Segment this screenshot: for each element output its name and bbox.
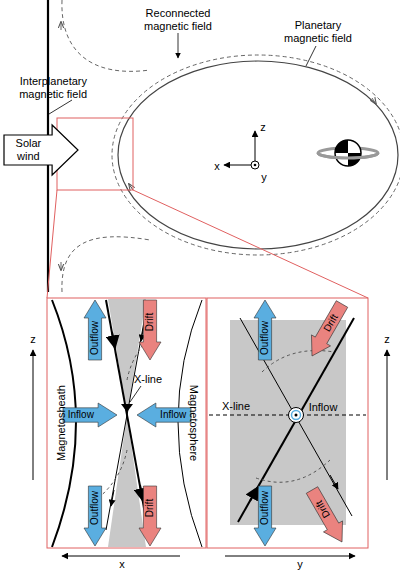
arrow-outline [4,125,78,175]
planet-shade [335,140,348,153]
arrow-label: Outflow [259,491,271,525]
arrow-label: Drift [144,312,156,330]
text-label: X-line [134,373,162,386]
axis-arrow [33,350,34,480]
text-label: Magnetosphere [187,385,200,461]
text-label: Magnetosheath [55,385,68,461]
planet-shade [348,153,361,166]
zoom-panel [47,298,206,548]
arrow-outline [84,300,106,360]
axis-arrow [387,350,388,480]
planetary-field-line [240,318,352,516]
reconnected-field-dashed [112,55,400,255]
inflow-into-page-symbol [289,408,304,423]
arrow-label: Solar wind [6,137,50,163]
axis-arrow [225,556,355,557]
field-direction-arrow [129,184,133,190]
field-direction-arrow [112,332,115,348]
solar-wind-arrow: Solar wind [4,125,78,175]
axis-label: x [214,160,220,173]
text-label: Reconnected magnetic field [138,7,218,33]
inflow-into-page-symbol [292,411,301,420]
arrow-outline [302,299,351,362]
axis-label: z [384,333,390,346]
arrow-outline [139,486,161,546]
magnetosheath-field-line [52,300,76,547]
leader-line [306,46,316,66]
axis-arrow [62,556,180,557]
planet-ring [318,153,378,158]
arrow-label: Outflow [89,491,101,525]
axis-out-of-page [251,161,259,169]
inflow-into-page-symbol [295,414,298,417]
flow-arrow: Inflow [63,403,117,427]
flow-arrow: Outflow [254,486,276,546]
drift-arrow: Drift [139,300,161,360]
zoom-panel [207,298,368,548]
field-direction-arrow [61,262,62,270]
leader-arrow [178,33,179,58]
imf-field-line [238,318,354,522]
axis-label: z [30,333,36,346]
axis-label: y [297,558,303,571]
x-line-marker [121,404,133,412]
outflow-region [230,320,346,525]
reconnected-field-dashed [62,0,150,71]
text-label: Interplanetary magnetic field [5,75,87,101]
reconnected-field-dashed [256,460,330,482]
outflow-region [108,415,146,547]
axis-label: z [260,121,266,134]
flow-arrow: Outflow [84,486,106,546]
leader-line [49,100,72,114]
arrow-label: Drift [144,498,156,516]
axis-arrow [224,165,255,166]
field-direction-arrow [250,487,258,501]
field-direction-arrow [111,490,114,506]
magnetosphere-field-line [178,300,202,547]
arrow-label: Inflow [68,409,94,421]
arrow-outline [63,403,117,427]
arrow-outline [84,486,106,546]
planet [335,140,361,166]
reconnected-field-dashed [262,351,334,372]
axis-label: y [261,171,267,184]
flow-arrow: Inflow [137,403,191,427]
arrow-label: Outflow [89,321,101,355]
text-label: Planetary magnetic field [280,19,356,45]
field-direction-arrow [330,475,338,489]
flow-arrow: Outflow [254,300,276,360]
arrow-label: Outflow [259,321,271,355]
outflow-region [108,299,146,415]
reconnected-field-dashed [62,237,150,292]
arrow-outline [254,486,276,546]
arrow-outline [137,403,191,427]
zoom-line [133,190,368,298]
planetary-field-line [118,61,398,249]
field-direction-arrow [372,98,376,104]
text-label: X-line [222,400,250,413]
arrow-shape [4,125,78,175]
zoom-line [47,190,57,298]
axis-out-of-page [254,164,257,167]
axis-label: x [119,558,125,571]
x-line [209,414,366,415]
flow-arrow: Outflow [84,300,106,360]
drift-arrow: Drift [139,486,161,546]
arrow-outline [139,300,161,360]
arrow-outline [302,485,351,548]
text-label: Inflow [309,401,338,414]
field-direction-arrow [61,22,62,30]
field-direction-arrow [140,485,143,501]
axis-arrow [255,131,256,165]
arrow-label: Inflow [160,409,186,421]
arrow-outline [254,300,276,360]
leader-line [130,386,141,402]
